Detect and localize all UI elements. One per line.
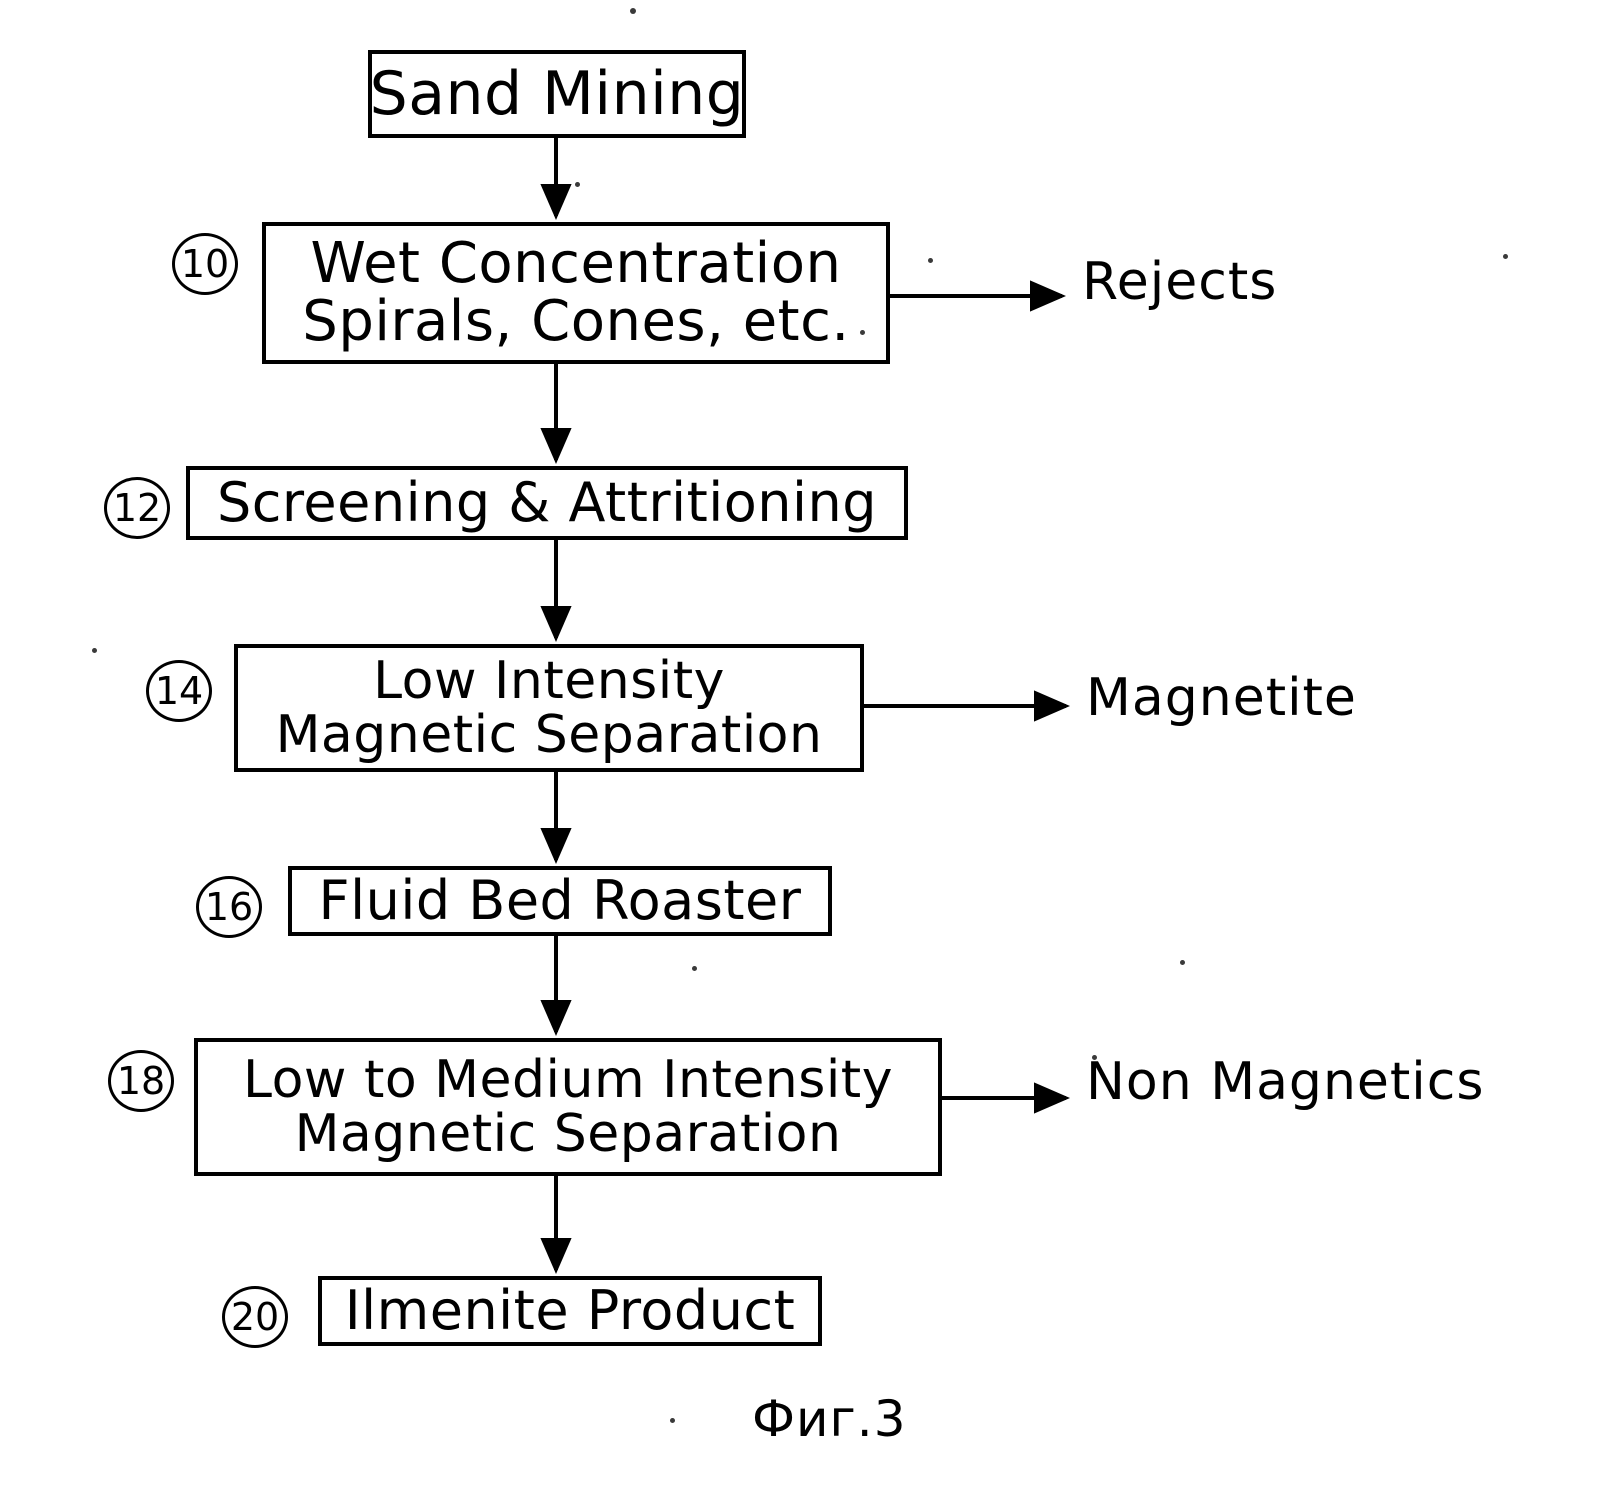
scan-speck	[92, 648, 97, 653]
process-label-line: Screening & Attritioning	[216, 470, 878, 534]
figure-caption: Фиг.3	[752, 1390, 907, 1448]
process-label-line: Sand Mining	[369, 58, 745, 129]
output-label-non-magnetics: Non Magnetics	[1086, 1052, 1485, 1112]
reference-numeral-text: 16	[204, 885, 254, 929]
reference-numeral-14: 14	[146, 660, 212, 722]
process-box-low-to-medium-intensity-magnetic-separation: Low to Medium Intensity Magnetic Separat…	[194, 1038, 942, 1176]
reference-numeral-10: 10	[172, 233, 238, 295]
scan-speck	[860, 330, 865, 335]
process-label-line: Low to Medium Intensity	[243, 1049, 893, 1110]
scan-speck	[575, 182, 580, 187]
process-label-line: Spirals, Cones, etc.	[302, 289, 850, 354]
process-label-line: Wet Concentration	[310, 230, 842, 296]
process-label-line: Magnetic Separation	[294, 1104, 842, 1164]
process-label-line: Fluid Bed Roaster	[318, 868, 802, 932]
output-label-magnetite: Magnetite	[1086, 668, 1357, 728]
process-label-line: Magnetic Separation	[275, 705, 823, 765]
reference-numeral-18: 18	[108, 1050, 174, 1112]
process-box-screening: Screening & Attritioning	[186, 466, 908, 540]
reference-numeral-text: 10	[180, 242, 230, 286]
process-box-sand-mining: Sand Mining	[368, 50, 746, 138]
reference-numeral-text: 20	[230, 1295, 280, 1339]
scan-speck	[1180, 960, 1185, 965]
output-label-rejects: Rejects	[1082, 252, 1278, 312]
reference-numeral-12: 12	[104, 477, 170, 539]
reference-numeral-text: 18	[116, 1059, 166, 1103]
process-box-low-intensity-magnetic-separation: Low Intensity Magnetic Separation	[234, 644, 864, 772]
reference-numeral-text: 12	[112, 486, 162, 530]
process-box-fluid-bed-roaster: Fluid Bed Roaster	[288, 866, 832, 936]
process-label-line: Ilmenite Product	[344, 1278, 796, 1342]
scan-speck	[692, 966, 697, 971]
process-box-ilmenite-product: Ilmenite Product	[318, 1276, 822, 1346]
scan-speck	[1092, 1055, 1097, 1060]
scan-speck	[928, 258, 933, 263]
scan-speck	[1503, 254, 1508, 259]
reference-numeral-text: 14	[154, 669, 204, 713]
scan-speck	[670, 1418, 675, 1423]
scan-speck	[630, 8, 636, 14]
reference-numeral-16: 16	[196, 876, 262, 938]
process-label-line: Low Intensity	[373, 650, 725, 711]
reference-numeral-20: 20	[222, 1286, 288, 1348]
process-box-wet-concentration: Wet Concentration Spirals, Cones, etc.	[262, 222, 890, 364]
